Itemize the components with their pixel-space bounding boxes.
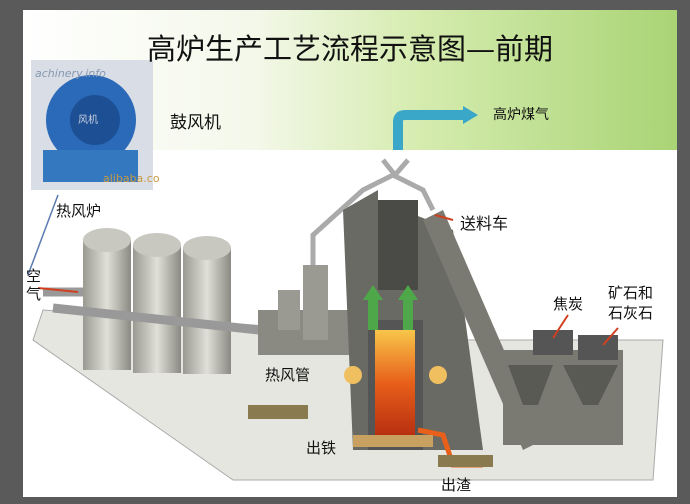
molten-core [375, 330, 415, 435]
hot-air-arrow [363, 285, 383, 330]
photo-watermark: achinery.info [35, 67, 106, 80]
label-skip-car: 送料车 [460, 214, 509, 233]
diagram-graphic: achinery.info 风机 alibaba.co [23, 10, 677, 481]
label-air: 空 [26, 267, 42, 285]
slide: achinery.info 风机 alibaba.co [23, 10, 677, 497]
gas-arrow [393, 110, 463, 150]
raw-material-bins [503, 330, 623, 445]
slide-title: 高炉生产工艺流程示意图—前期 [146, 32, 553, 66]
photo-watermark: 风机 [78, 113, 98, 126]
downcomer-pipe [310, 172, 436, 265]
label-ore: 矿石和 [608, 284, 654, 302]
hot-blast-stoves [83, 228, 231, 374]
iron-ladle-car [248, 405, 308, 419]
label-tapping-iron: 出铁 [306, 439, 337, 457]
label-blower: 鼓风机 [170, 113, 221, 133]
air-pointer-line [27, 194, 59, 276]
label-slag: 出渣 [441, 476, 472, 494]
slag-car [438, 455, 493, 467]
air-inlet-arrow [37, 287, 79, 293]
label-limestone: 石灰石 [608, 304, 654, 322]
label-blast-furnace-gas: 高炉煤气 [493, 107, 549, 123]
photo-watermark: alibaba.co [103, 172, 160, 185]
blower-photo: achinery.info 风机 alibaba.co [31, 60, 160, 190]
label-hot-blast-pipe: 热风管 [265, 366, 311, 384]
label-air: 气 [26, 285, 42, 303]
hot-air-arrow [398, 285, 418, 330]
label-hot-blast-stove: 热风炉 [56, 202, 102, 220]
label-coke: 焦炭 [553, 295, 584, 313]
